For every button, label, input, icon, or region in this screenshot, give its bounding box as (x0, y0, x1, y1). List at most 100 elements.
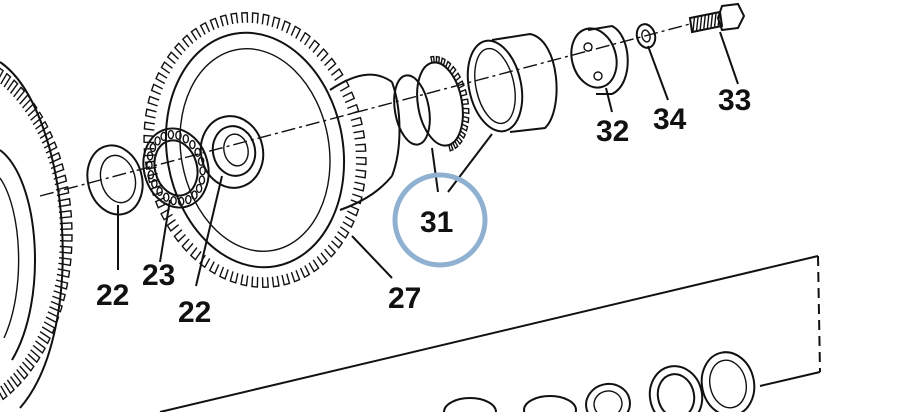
left-gear-teeth (0, 67, 73, 403)
needle-roller (162, 192, 170, 202)
gear-tooth (299, 265, 311, 279)
bearing-needles (146, 129, 206, 207)
gear-tooth (346, 103, 360, 115)
gear-tooth (160, 61, 173, 74)
gear-tooth (353, 181, 366, 192)
gear-tooth (150, 83, 163, 96)
gear-tooth (355, 143, 367, 153)
gear-tooth (37, 331, 51, 345)
gear-tooth (143, 134, 155, 144)
gear-tooth (261, 277, 269, 288)
gear-tooth (452, 140, 459, 150)
main-gear-teeth (143, 12, 367, 288)
gear-tooth (24, 102, 38, 117)
gear-tooth (271, 275, 280, 288)
gear-tooth (150, 185, 164, 197)
gear-tooth (155, 71, 168, 85)
needle-roller (184, 194, 192, 205)
gear-tooth (58, 256, 72, 267)
thrust-washer-right (199, 115, 265, 189)
gear-tooth (461, 98, 470, 106)
gear-tooth (166, 51, 179, 65)
gear-tooth (58, 209, 73, 219)
gear-tooth (59, 222, 73, 231)
gear-tooth (59, 245, 73, 254)
gear-tooth (342, 91, 356, 104)
gear-tooth (355, 156, 367, 166)
gear-tooth (435, 55, 441, 64)
gear-tooth (173, 42, 186, 56)
gear-tooth (240, 274, 249, 287)
gear-tooth (458, 130, 467, 140)
gear-tooth (462, 107, 470, 115)
gear-tooth (456, 80, 465, 89)
gear-tooth (6, 79, 19, 94)
hex-bolt (688, 2, 746, 34)
lower-parts-row (443, 351, 756, 412)
gear-tooth (453, 72, 462, 82)
gear-tooth (32, 340, 46, 355)
gear-tooth (299, 31, 311, 46)
gear-tooth (57, 197, 72, 208)
gear-tooth (251, 276, 259, 288)
gear-tooth (160, 208, 173, 221)
gear-tooth (290, 25, 302, 39)
gear-tooth (440, 57, 446, 66)
thread-line (699, 15, 703, 30)
main-gear (143, 12, 401, 288)
gear-tooth (347, 204, 360, 217)
gear-tooth (448, 143, 454, 152)
left-gear (0, 61, 73, 409)
gear-tooth (449, 65, 457, 75)
gear-tooth (459, 88, 468, 97)
needle-roller (149, 142, 157, 153)
gear-tooth (455, 136, 463, 146)
needle-roller (182, 134, 190, 144)
gear-tooth (47, 151, 62, 164)
gear-tooth (190, 27, 202, 41)
callout-22-left: 22 (96, 279, 129, 312)
gear-tooth (430, 55, 435, 63)
gear-tooth (290, 269, 301, 283)
callout-34: 34 (653, 103, 687, 136)
gear-tooth (261, 13, 270, 26)
lower-assembly-frame (159, 255, 821, 412)
gear-tooth (229, 271, 239, 284)
gear-tooth (154, 196, 168, 209)
gear-tooth (342, 215, 355, 229)
gear-tooth (230, 12, 239, 25)
gear-tooth (281, 273, 291, 286)
callout-22-right: 22 (178, 296, 211, 329)
thread-line (692, 16, 696, 32)
callout-23: 23 (142, 259, 175, 292)
needle-roller (195, 183, 203, 194)
gear-tooth (355, 169, 367, 179)
callout-27: 27 (388, 282, 421, 315)
gear-tooth (460, 123, 469, 132)
gear-tooth (30, 111, 44, 126)
gear-tooth (350, 116, 363, 128)
gear-tooth (462, 115, 470, 124)
needle-roller (167, 129, 175, 140)
callout-31: 31 (420, 206, 453, 239)
needle-roller (199, 166, 206, 176)
gear-tooth (147, 95, 160, 107)
thread-line (695, 16, 699, 31)
highlight-ring (392, 172, 488, 268)
leader-lines (117, 31, 739, 287)
gear-tooth (0, 385, 8, 401)
gear-tooth (55, 186, 70, 197)
gear-tooth (50, 162, 65, 175)
gear-tooth (181, 34, 194, 48)
gear-tooth (49, 300, 63, 313)
gear-tooth (16, 365, 29, 380)
end-cap (570, 24, 629, 95)
thrust-washer-left (86, 144, 144, 216)
thread-line (706, 13, 710, 29)
gear-tooth (52, 290, 66, 302)
gear-tooth (444, 60, 452, 70)
gear-tooth (173, 229, 186, 243)
gear-tooth (199, 21, 211, 35)
